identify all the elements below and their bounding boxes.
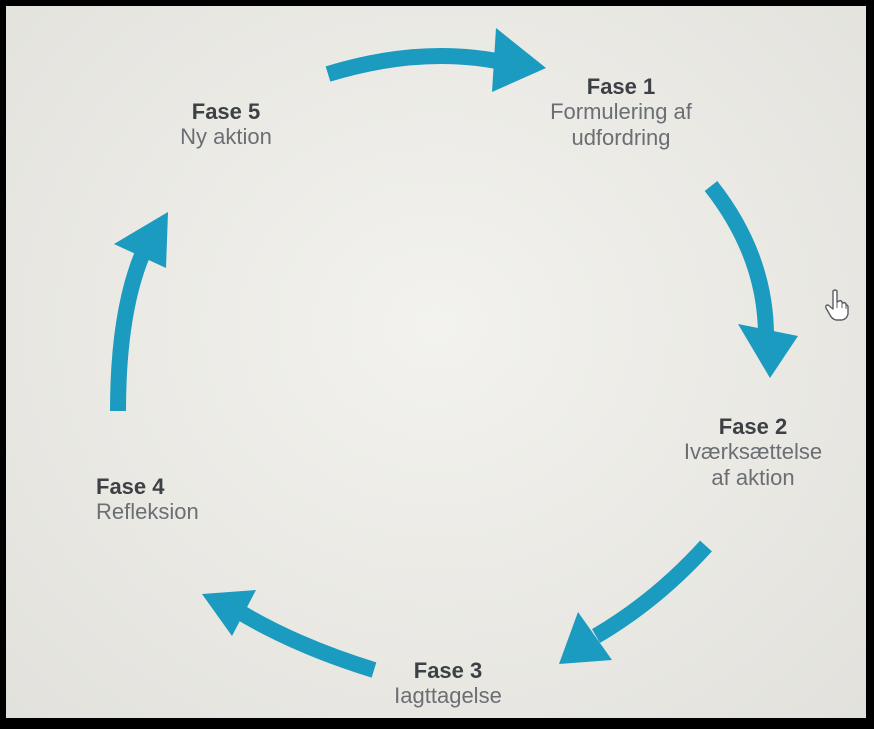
phase-1-desc-line-1: Formulering af [550, 99, 692, 125]
arrow-phase5-to-phase1 [325, 28, 546, 92]
phase-5: Fase 5 Ny aktion [146, 99, 306, 150]
arrow-phase1-to-phase2 [704, 181, 798, 378]
phase-1-desc-line-2: udfordring [571, 124, 671, 150]
phase-2: Fase 2 Iværksættelse af aktion [658, 414, 848, 490]
phase-3-title: Fase 3 [413, 658, 483, 683]
arrow-phase4-to-phase5 [110, 212, 168, 412]
phase-2-desc-line-1: Iværksættelse [683, 439, 823, 465]
phase-1-title: Fase 1 [586, 74, 656, 99]
hand-pointer-icon [825, 289, 849, 321]
phase-2-desc-line-2: af aktion [711, 464, 795, 490]
phase-3-desc-line-1: Iagttagelse [394, 683, 502, 709]
phase-1: Fase 1 Formulering af udfordring [521, 74, 721, 150]
phase-4-desc-line-1: Refleksion [96, 499, 199, 525]
arrow-phase2-to-phase3 [559, 540, 712, 664]
screen-background [6, 6, 866, 718]
phase-4-title: Fase 4 [96, 474, 165, 499]
phase-4: Fase 4 Refleksion [96, 474, 266, 525]
cycle-arrows [110, 28, 798, 678]
arrow-phase3-to-phase4 [202, 590, 377, 678]
phase-3: Fase 3 Iagttagelse [368, 658, 528, 709]
photo-frame: Fase 1 Formulering af udfordring Fase 2 … [6, 6, 866, 718]
phase-5-desc-line-1: Ny aktion [180, 124, 272, 150]
phase-2-title: Fase 2 [718, 414, 788, 439]
phase-5-title: Fase 5 [191, 99, 261, 124]
